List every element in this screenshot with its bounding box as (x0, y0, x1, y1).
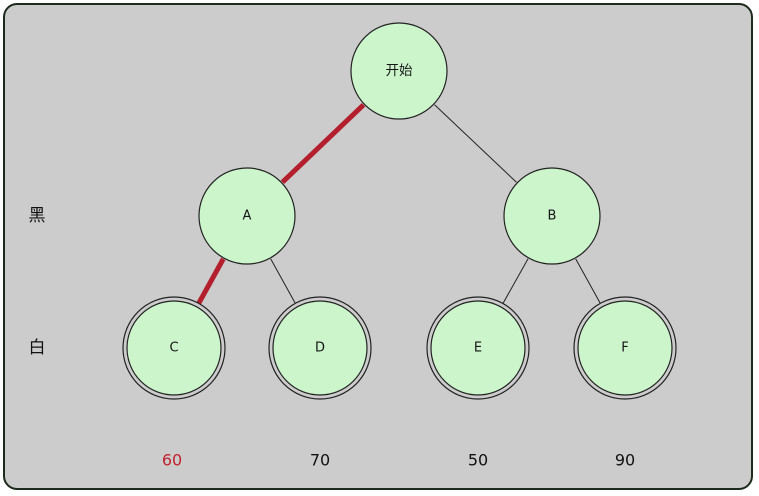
node-E-outer-ring (426, 296, 530, 400)
node-C[interactable]: C (122, 296, 226, 400)
node-A[interactable]: A (198, 167, 296, 265)
node-C-circle[interactable] (126, 300, 222, 396)
row-label-1: 白 (29, 338, 46, 358)
node-E-label: E (474, 341, 482, 356)
node-B-circle[interactable] (503, 167, 601, 265)
node-E-circle[interactable] (430, 300, 526, 396)
node-A-circle[interactable] (198, 167, 296, 265)
node-E[interactable]: E (426, 296, 530, 400)
node-F-label: F (621, 341, 628, 356)
edge-B-E (502, 258, 529, 304)
node-F[interactable]: F (573, 296, 677, 400)
edge-root-B (434, 104, 517, 183)
leaf-value-F: 90 (615, 451, 635, 470)
node-F-circle[interactable] (577, 300, 673, 396)
edge-root-A (280, 103, 366, 184)
node-D[interactable]: D (268, 296, 372, 400)
leaf-value-D: 70 (310, 451, 330, 470)
row-label-0: 黑 (29, 206, 46, 226)
node-F-outer-ring (573, 296, 677, 400)
edges-layer (196, 103, 601, 305)
node-D-outer-ring (268, 296, 372, 400)
node-C-label: C (169, 341, 178, 356)
nodes-layer: 开始 A B C D E F (122, 22, 677, 400)
leaf-value-C: 60 (162, 451, 182, 470)
row-labels-layer: 黑白 (29, 206, 46, 358)
node-D-label: D (315, 341, 325, 356)
edge-A-C (196, 257, 226, 305)
edge-B-F (575, 258, 601, 304)
node-B-label: B (548, 209, 557, 224)
leaf-value-E: 50 (468, 451, 488, 470)
node-C-outer-ring (122, 296, 226, 400)
node-B[interactable]: B (503, 167, 601, 265)
edge-A-D (270, 258, 296, 304)
node-root-circle[interactable] (350, 22, 448, 120)
node-D-circle[interactable] (272, 300, 368, 396)
node-A-label: A (243, 209, 252, 224)
node-root-label: 开始 (386, 63, 413, 79)
node-root[interactable]: 开始 (350, 22, 448, 120)
leaf-values-layer: 60 70 50 90 (162, 451, 635, 470)
